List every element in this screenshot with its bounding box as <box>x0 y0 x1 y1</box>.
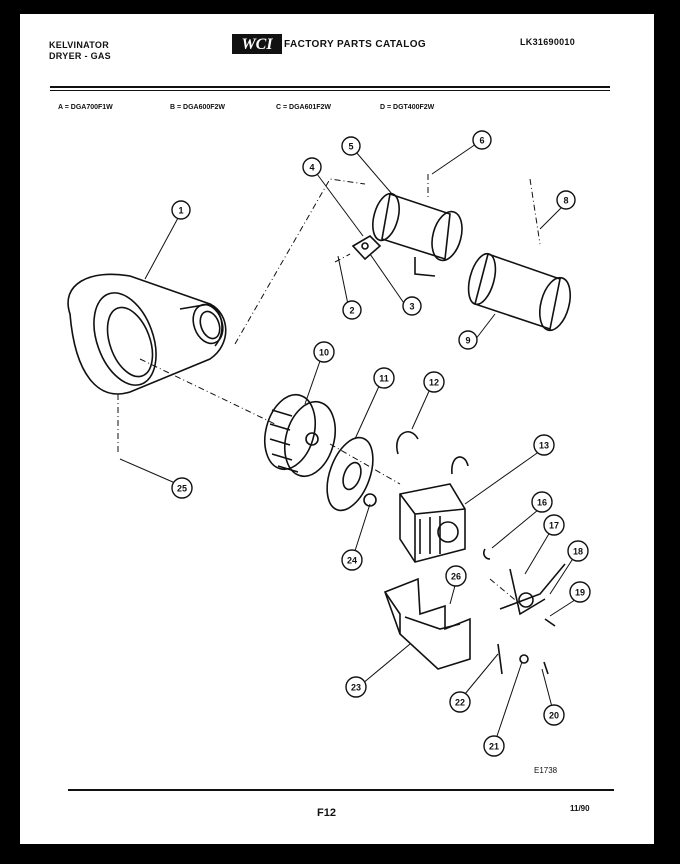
callout-label: 18 <box>573 547 583 557</box>
model-d: D = DGT400F2W <box>380 104 435 111</box>
callout-9: 9 <box>458 330 478 350</box>
callout-label: 9 <box>465 336 470 346</box>
svg-text:WCI: WCI <box>241 36 273 53</box>
product-header: KELVINATOR DRYER - GAS <box>49 40 111 62</box>
idler-pulley <box>326 436 374 512</box>
callout-3: 3 <box>402 296 422 316</box>
callout-label: 23 <box>351 683 361 693</box>
model-b: B = DGA600F2W <box>170 104 226 111</box>
callout-markers: 1 2 3 4 5 6 8 9 10 11 12 13 16 17 18 19 … <box>171 130 591 757</box>
catalog-title: FACTORY PARTS CATALOG <box>284 39 427 50</box>
callout-label: 8 <box>563 196 568 206</box>
idler-arm <box>499 563 566 616</box>
header-rule-thin <box>50 90 610 91</box>
callout-label: 11 <box>379 374 389 384</box>
small-bracket <box>351 234 382 261</box>
callout-18: 18 <box>567 540 589 562</box>
callout-label: 3 <box>409 302 414 312</box>
page-number: F12 <box>317 807 336 819</box>
callout-10: 10 <box>313 341 335 363</box>
drive-motor <box>399 483 466 563</box>
callout-label: 22 <box>455 698 465 708</box>
callout-5: 5 <box>341 136 361 156</box>
blower-housing <box>67 273 227 395</box>
pivot-pin <box>497 643 503 675</box>
nut <box>519 654 529 664</box>
figure-id: E1738 <box>534 766 558 775</box>
exploded-parts-diagram: 1 2 3 4 5 6 8 9 10 11 12 13 16 17 18 19 … <box>67 130 591 757</box>
callout-8: 8 <box>556 190 576 210</box>
catalog-page: KELVINATOR DRYER - GAS WCI FACTORY PARTS… <box>20 14 654 844</box>
motor-clip-upper <box>396 431 419 455</box>
callout-21: 21 <box>483 735 505 757</box>
product-type: DRYER - GAS <box>49 51 111 61</box>
brand-name: KELVINATOR <box>49 40 110 50</box>
assembly-lines <box>117 174 541 605</box>
revision-date: 11/90 <box>570 804 590 813</box>
callout-2: 2 <box>342 300 362 320</box>
callout-label: 26 <box>451 572 461 582</box>
blower-wheel <box>264 393 336 478</box>
callout-24: 24 <box>341 549 363 571</box>
callout-label: 5 <box>348 142 353 152</box>
callout-16: 16 <box>531 491 553 513</box>
exhaust-tube-upper <box>372 192 463 277</box>
callout-13: 13 <box>533 434 555 456</box>
callout-label: 16 <box>537 498 547 508</box>
callout-20: 20 <box>543 704 565 726</box>
callout-label: 10 <box>319 348 329 358</box>
callout-label: 2 <box>349 306 354 316</box>
callout-22: 22 <box>449 691 471 713</box>
callout-12: 12 <box>423 371 445 393</box>
model-list: A = DGA700F1W B = DGA600F2W C = DGA601F2… <box>58 104 578 116</box>
callout-label: 19 <box>575 588 585 598</box>
callout-17: 17 <box>543 514 565 536</box>
document-number: LK31690010 <box>520 37 576 47</box>
callout-25: 25 <box>171 477 193 499</box>
motor-clip-lower <box>451 456 469 475</box>
callout-11: 11 <box>373 367 395 389</box>
callout-23: 23 <box>345 676 367 698</box>
motor-mount <box>383 577 471 670</box>
callout-label: 25 <box>177 484 187 494</box>
exhaust-tube-lower <box>467 252 572 332</box>
callout-label: 17 <box>549 521 559 531</box>
callout-label: 1 <box>178 206 183 216</box>
callout-label: 13 <box>539 441 549 451</box>
header-rule <box>50 86 610 88</box>
screw <box>543 661 549 675</box>
callout-label: 21 <box>489 742 499 752</box>
callout-1: 1 <box>171 200 191 220</box>
wci-logo: WCI <box>232 34 282 54</box>
model-a: A = DGA700F1W <box>58 104 113 111</box>
callout-label: 6 <box>479 136 484 146</box>
callout-label: 12 <box>429 378 439 388</box>
spring <box>544 618 556 627</box>
footer-rule <box>68 789 614 791</box>
callout-26: 26 <box>445 565 467 587</box>
model-c: C = DGA601F2W <box>276 104 332 111</box>
callout-6: 6 <box>472 130 492 150</box>
callout-label: 4 <box>309 163 314 173</box>
retaining-clip <box>483 548 491 560</box>
callout-19: 19 <box>569 581 591 603</box>
callout-4: 4 <box>302 157 322 177</box>
washer <box>363 493 377 507</box>
callout-label: 20 <box>549 711 559 721</box>
callout-label: 24 <box>347 556 357 566</box>
